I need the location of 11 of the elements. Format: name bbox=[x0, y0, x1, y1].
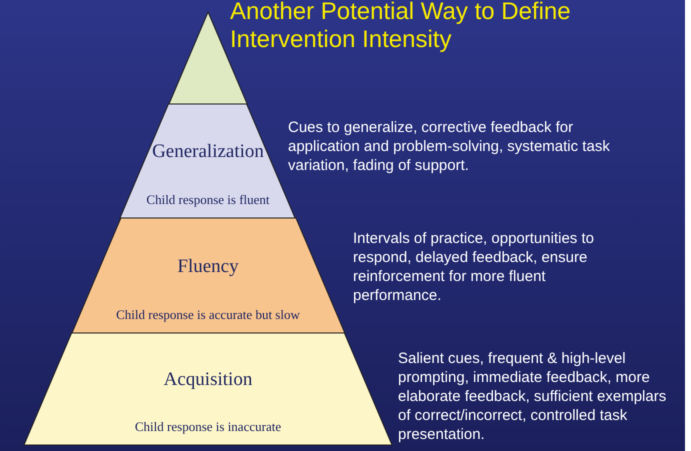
tier-heading: Fluency bbox=[176, 256, 240, 278]
tier-subtitle: Child response is fluent bbox=[145, 192, 271, 208]
pyramid-tier bbox=[72, 218, 344, 333]
strategy-description: Intervals of practice, opportunities to respond, delayed feedback, ensure reinforcement for more fluent performance. bbox=[353, 229, 595, 305]
strategy-description: Cues to generalize, corrective feedback for application and problem-solving, systematic task variation, fading of support. bbox=[288, 118, 611, 175]
strategy-description: Salient cues, frequent & high-level prompting, immediate feedback, more elaborate feedback, sufficient exemplars of correct/incorrect, controlled task presentation. bbox=[398, 349, 668, 444]
pyramid-tier bbox=[24, 333, 392, 445]
tier-heading: Acquisition bbox=[162, 369, 254, 391]
slide-title: Another Potential Way to Define Intervention Intensity bbox=[230, 0, 572, 54]
tier-subtitle: Child response is inaccurate bbox=[134, 419, 282, 435]
tier-subtitle: Child response is accurate but slow bbox=[115, 307, 301, 323]
